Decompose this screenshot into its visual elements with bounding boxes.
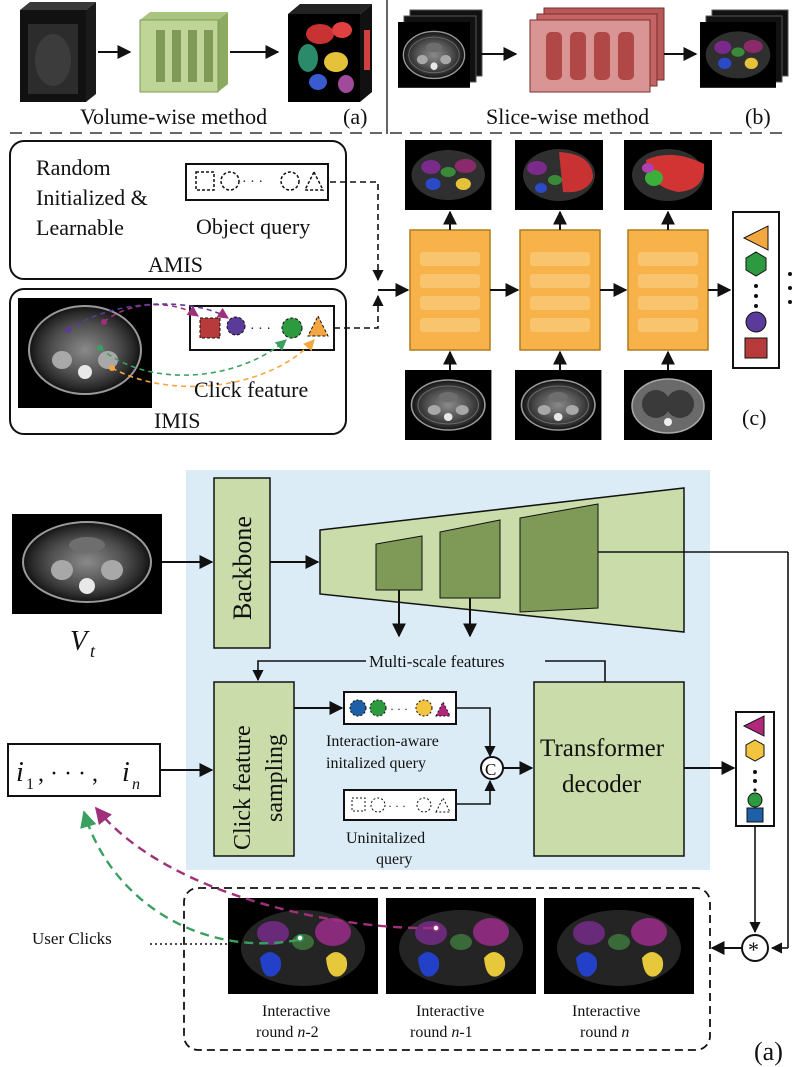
- round-label-1: Interactive round n-2: [256, 1003, 330, 1041]
- click-sampling-label-line2: sampling: [262, 734, 288, 822]
- svg-text:· · ·: · · ·: [388, 799, 406, 813]
- decoder-block-1: [409, 229, 491, 351]
- interaction-query-label-line2: initalized query: [326, 755, 426, 772]
- multiply-symbol: *: [748, 937, 759, 962]
- click-sampling-label-line1: Click feature: [230, 725, 256, 850]
- feature-pyramid: [319, 487, 685, 633]
- imis-label: IMIS: [154, 408, 200, 433]
- svg-text:Interactive: Interactive: [416, 1003, 484, 1020]
- output-query-column: [735, 711, 775, 827]
- concat-symbol: C: [485, 760, 496, 779]
- panel-a-tag: (a): [343, 104, 367, 129]
- panel-c-tag: (c): [742, 405, 766, 430]
- svg-text:round n: round n: [580, 1024, 629, 1041]
- click-subn: n: [132, 776, 140, 793]
- round-label-2: Interactive round n-1: [410, 1003, 484, 1041]
- backbone-block: Backbone: [213, 477, 271, 649]
- slice-wise-pipeline: Slice-wise method (b): [397, 7, 789, 129]
- imis-box: · · · Click feature IMIS: [9, 288, 347, 435]
- decoder-block-2: [519, 229, 601, 351]
- amis-box: Random Initialized & Learnable · · · Obj…: [9, 140, 347, 280]
- slice-network-block: [529, 7, 665, 93]
- click-feature-label: Click feature: [194, 377, 308, 402]
- volume-wise-pipeline: Volume-wise method (a): [20, 2, 372, 129]
- uninit-query-label-line2: query: [376, 851, 412, 868]
- output-slice-1: [405, 140, 492, 210]
- segmented-volume-cube: [288, 4, 372, 102]
- ct-slice-stack: [397, 9, 483, 89]
- slice-wise-label: Slice-wise method: [486, 104, 649, 129]
- uninitialized-query-box: · · ·: [343, 789, 457, 821]
- input-slice-1: [404, 369, 493, 441]
- input-slice-2: [514, 369, 603, 441]
- click-feature-sampling-block: Click feature sampling: [213, 681, 295, 857]
- object-query-box: · · ·: [185, 163, 329, 201]
- click-i1: i: [16, 757, 24, 788]
- interactive-rounds-box: [183, 887, 711, 1051]
- svg-text:· · ·: · · ·: [250, 322, 271, 337]
- click-sub1: 1: [26, 776, 34, 793]
- panel-b-tag: (b): [745, 104, 771, 129]
- input-volume-image: [12, 514, 162, 614]
- output-slice-3: [624, 140, 712, 210]
- svg-text:Interactive: Interactive: [572, 1003, 640, 1020]
- decoder-label-line1: Transformer: [540, 735, 665, 762]
- output-query-column-c: [732, 211, 792, 369]
- svg-text:round n-2: round n-2: [256, 1024, 319, 1041]
- user-clicks-label: User Clicks: [32, 929, 112, 948]
- amis-text-line3: Learnable: [36, 215, 124, 240]
- click-in: i: [122, 757, 130, 788]
- svg-text:round n-1: round n-1: [410, 1024, 473, 1041]
- interaction-aware-query-box: · · ·: [343, 691, 457, 725]
- volume-subscript: t: [90, 641, 96, 661]
- svg-text:Interactive: Interactive: [262, 1003, 330, 1020]
- bottom-panel-tag: (a): [754, 1037, 783, 1066]
- ct-volume-cube: [20, 2, 96, 102]
- clicks-input-box: i 1 , · · · , i n: [7, 743, 161, 797]
- transformer-decoder-block: Transformer decoder: [533, 681, 685, 857]
- amis-text-line1: Random: [36, 155, 111, 180]
- volume-wise-label: Volume-wise method: [80, 104, 267, 129]
- decoder-label-line2: decoder: [562, 771, 642, 798]
- svg-text:· · ·: · · ·: [242, 175, 263, 190]
- object-query-label: Object query: [196, 214, 310, 239]
- output-slice-2: [515, 140, 603, 210]
- round-image-n-1: [386, 898, 536, 994]
- click-separator: , · · · ,: [38, 761, 98, 787]
- round-image-n: [544, 898, 694, 994]
- click-query-box: · · ·: [189, 305, 335, 351]
- imis-ct-image: [18, 298, 152, 408]
- decoder-stack-c: [409, 210, 732, 370]
- segmented-slice-stack: [700, 9, 789, 88]
- round-image-n-2: [228, 898, 378, 994]
- decoder-block-3: [627, 229, 709, 351]
- svg-text:· · ·: · · ·: [390, 702, 408, 716]
- uninit-query-label-line1: Uninitalized: [346, 830, 425, 847]
- backbone-label: Backbone: [228, 516, 257, 620]
- amis-text-line2: Initialized &: [36, 185, 148, 210]
- multiscale-features-label: Multi-scale features: [369, 652, 504, 671]
- round-label-3: Interactive round n: [572, 1003, 640, 1041]
- interaction-query-label-line1: Interaction-aware: [326, 733, 439, 750]
- volume-network-block: [139, 12, 228, 93]
- volume-symbol: V: [70, 626, 90, 657]
- input-slice-3: [624, 370, 712, 440]
- amis-label: AMIS: [148, 252, 203, 277]
